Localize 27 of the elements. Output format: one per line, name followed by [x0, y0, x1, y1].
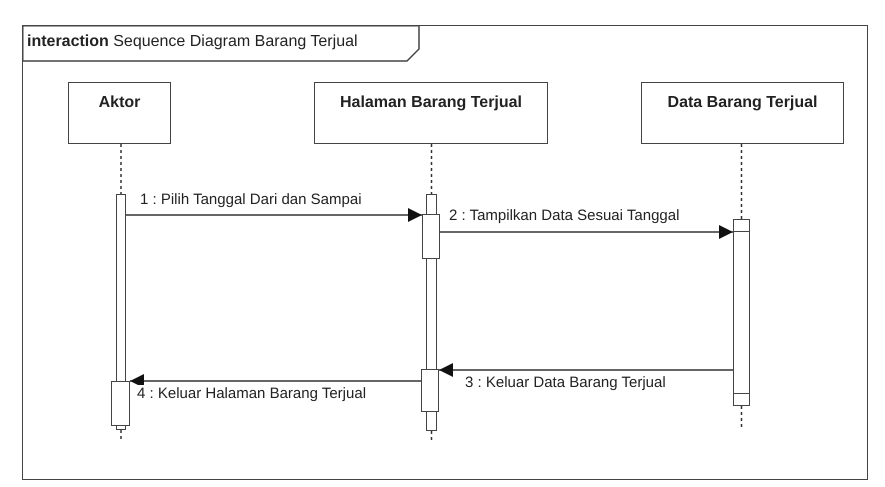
edge-label: 4 : Keluar Halaman Barang Terjual [136, 385, 368, 402]
lifeline [430, 431, 432, 443]
frame-title: interaction Sequence Diagram Barang Terjual [27, 33, 358, 51]
lifeline-name: Aktor [98, 94, 140, 112]
message-arrow [130, 374, 421, 388]
activation-bar [111, 381, 130, 426]
activation-bar [421, 369, 439, 412]
message-arrow [126, 208, 422, 222]
lifeline [430, 144, 432, 194]
edge-label: 1 : Pilih Tanggal Dari dan Sampai [139, 191, 363, 208]
lifeline [740, 406, 742, 428]
activation-bar [733, 219, 750, 406]
lifeline-head [314, 82, 548, 144]
activation-bar [732, 230, 750, 394]
message-arrow [440, 225, 733, 239]
lifeline [120, 144, 122, 194]
lifeline [740, 144, 742, 219]
lifeline-head [641, 82, 844, 144]
lifeline [120, 430, 122, 442]
interaction-frame [22, 25, 868, 480]
activation-bar [422, 214, 440, 259]
lifeline-name: Data Barang Terjual [668, 94, 818, 112]
message-arrow [439, 363, 733, 377]
edge-label: 3 : Keluar Data Barang Terjual [464, 374, 667, 391]
edge-label: 2 : Tampilkan Data Sesuai Tanggal [448, 207, 680, 224]
lifeline-head [68, 82, 171, 144]
lifeline-name: Halaman Barang Terjual [340, 94, 522, 112]
